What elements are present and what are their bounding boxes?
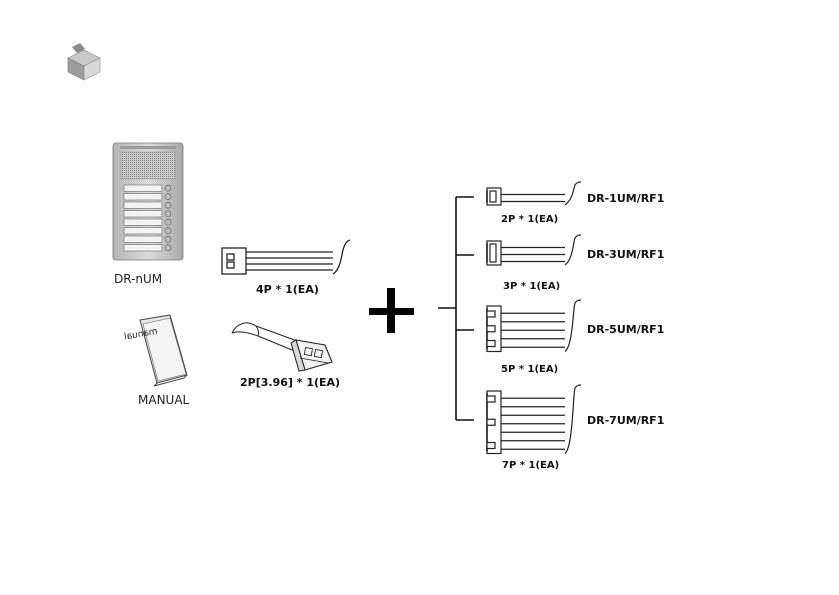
option-connector-2 xyxy=(487,235,581,265)
two-pin-label: 2P[3.96] * 1(EA) xyxy=(240,376,340,389)
panel-call-button xyxy=(165,194,171,200)
option-bracket xyxy=(438,197,474,420)
option-connector-3 xyxy=(487,300,581,352)
option-model-1: DR-1UM/RF1 xyxy=(587,192,664,205)
option-model-4: DR-7UM/RF1 xyxy=(587,414,664,427)
panel-call-button xyxy=(165,202,171,208)
panel-call-button xyxy=(165,236,171,242)
option-connector-1 xyxy=(487,182,581,205)
two-pin-power-cable xyxy=(232,323,332,371)
plus-sign xyxy=(369,288,414,333)
panel-name-plate xyxy=(124,194,162,201)
option-connector-4: 7P * 1(EA) xyxy=(502,460,559,471)
panel-call-button xyxy=(165,245,171,251)
panel-name-plate xyxy=(124,228,162,235)
option-model-3: DR-5UM/RF1 xyxy=(587,323,664,336)
option-connector-4 xyxy=(487,385,581,454)
panel-name-plate xyxy=(124,219,162,226)
panel-name-plate xyxy=(124,245,162,252)
four-pin-cable xyxy=(222,240,350,274)
panel-name-plate xyxy=(124,236,162,243)
four-pin-label: 4P * 1(EA) xyxy=(256,283,319,296)
option-model-2: DR-3UM/RF1 xyxy=(587,248,664,261)
manual-booklet: manual xyxy=(123,315,187,386)
panel-model-label: DR-nUM xyxy=(114,272,162,286)
manual-label: MANUAL xyxy=(138,393,189,407)
panel-name-plate xyxy=(124,202,162,209)
panel-name-plate xyxy=(124,211,162,218)
panel-call-button xyxy=(165,211,171,217)
panel-call-button xyxy=(165,185,171,191)
option-connector-1: 2P * 1(EA) xyxy=(501,214,558,225)
panel-call-button xyxy=(165,219,171,225)
panel-call-button xyxy=(165,228,171,234)
option-connector-2: 3P * 1(EA) xyxy=(503,281,560,292)
package-box-icon xyxy=(68,43,100,80)
option-connector-3: 5P * 1(EA) xyxy=(501,364,558,375)
door-panel-illustration xyxy=(113,143,183,260)
panel-name-plate xyxy=(124,185,162,192)
